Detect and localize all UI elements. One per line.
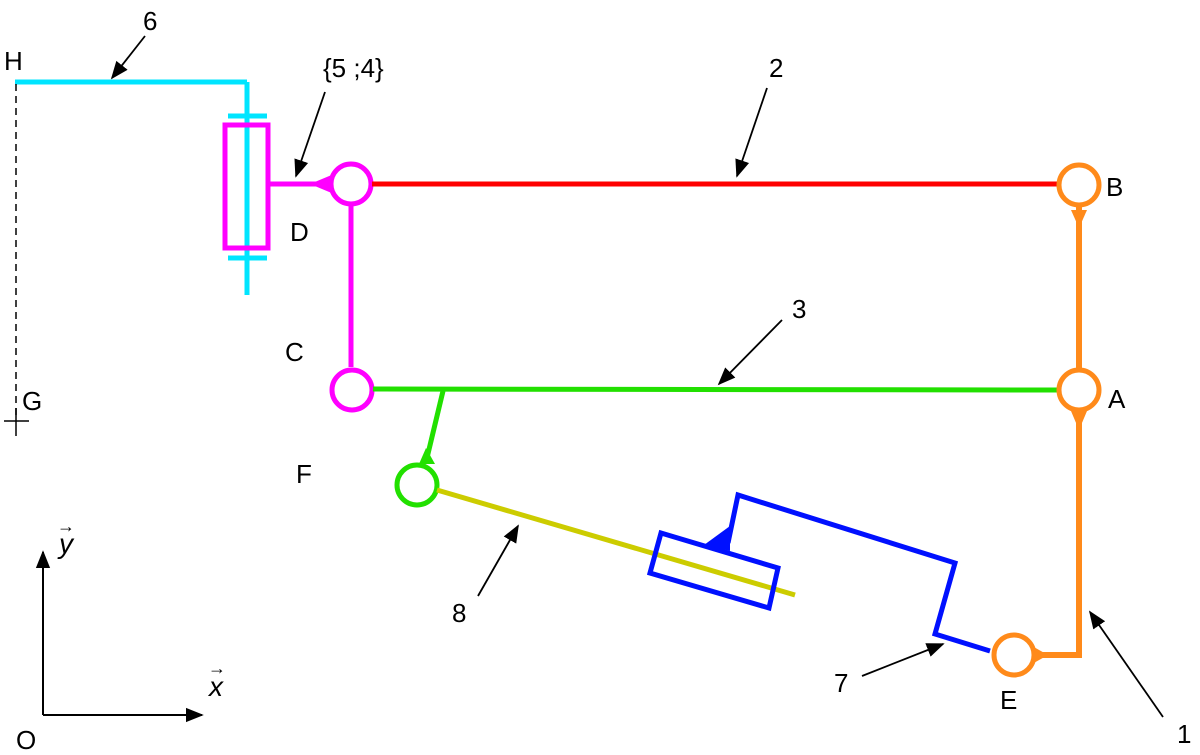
link-6 [15, 79, 267, 295]
joint-f [394, 462, 440, 508]
joint-c [329, 367, 375, 413]
link-7-gusset [704, 526, 730, 551]
label-axis-x: x [207, 671, 224, 702]
link-1-gusset-b [1071, 210, 1087, 228]
link-8 [436, 487, 796, 598]
link-1 [1037, 206, 1082, 658]
leader-7 [861, 643, 945, 677]
joint-d-gusset [310, 174, 334, 194]
label-axis-x-arrow: → [208, 658, 226, 678]
joint-e [991, 632, 1037, 678]
label-link-7: 7 [834, 668, 848, 698]
leader-1 [1088, 610, 1164, 718]
label-c: C [285, 337, 304, 367]
label-f: F [296, 459, 312, 489]
label-axis-y: y [57, 528, 75, 559]
label-link-1: 1 [1177, 719, 1191, 749]
link-7 [646, 491, 991, 654]
label-axis-y-arrow: → [57, 516, 75, 536]
link-5-4 [222, 122, 354, 367]
leader-2 [735, 87, 768, 178]
joint-b [1056, 162, 1102, 208]
label-d: D [290, 217, 309, 247]
coordinate-axes [35, 550, 204, 723]
label-link-5-4: {5 ;4} [323, 53, 384, 83]
label-link-6: 6 [143, 6, 157, 36]
link-3 [372, 386, 1058, 463]
label-e: E [1000, 685, 1017, 715]
label-link-8: 8 [452, 598, 466, 628]
label-h: H [4, 46, 23, 76]
label-link-2: 2 [769, 53, 783, 83]
link-1-gusset-a [1071, 411, 1087, 430]
leader-3 [717, 319, 783, 386]
leader-arrows [110, 35, 1164, 718]
label-b: B [1106, 172, 1123, 202]
leader-5-4 [294, 91, 326, 178]
label-o: O [16, 725, 36, 755]
ground-line-hg [4, 84, 29, 436]
leader-8 [477, 524, 519, 597]
label-a: A [1108, 384, 1126, 414]
joint-f-gusset [419, 448, 435, 464]
label-g: G [22, 386, 42, 416]
joint-a [1056, 367, 1102, 413]
joint-d [328, 161, 374, 207]
leader-6 [110, 35, 146, 80]
label-link-3: 3 [792, 294, 806, 324]
